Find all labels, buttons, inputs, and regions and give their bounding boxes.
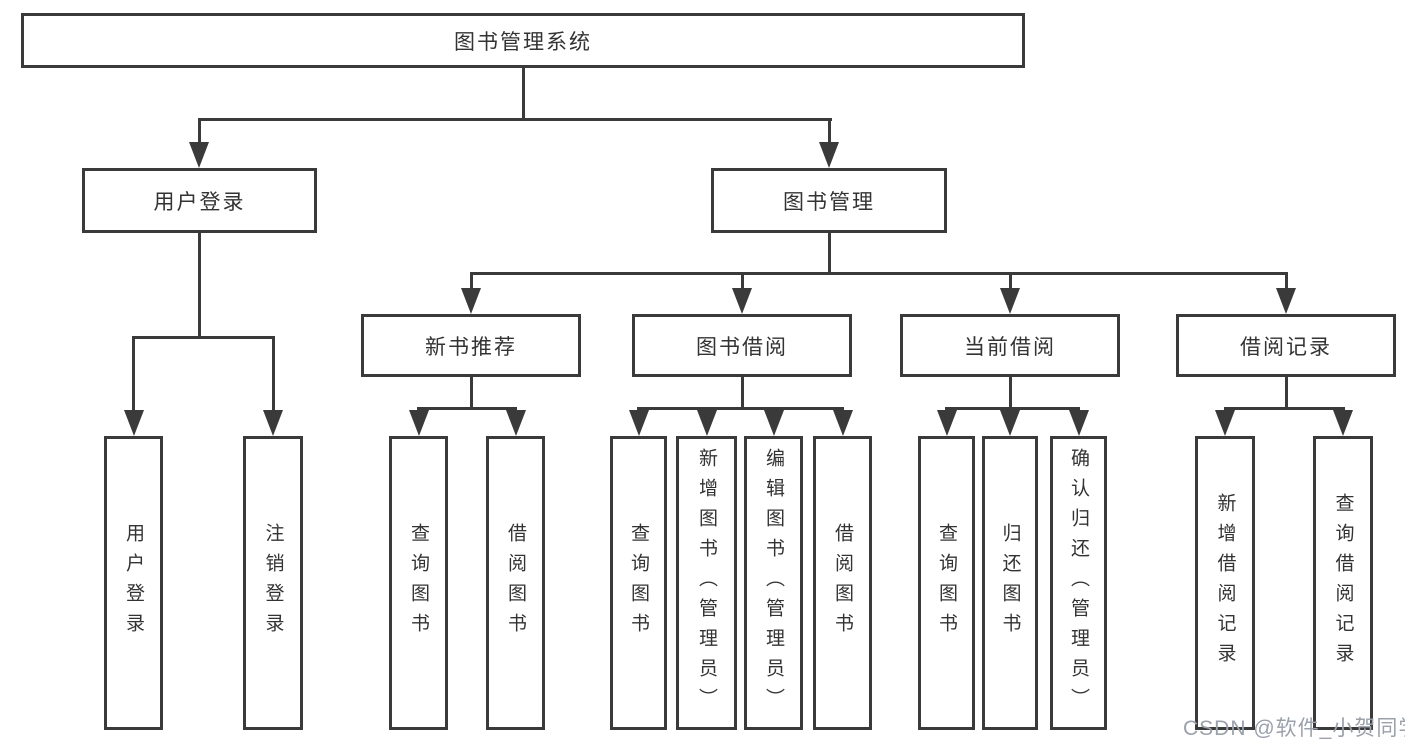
node-query-books-current: 查询图书 <box>918 436 975 730</box>
node-new-book-recommendation: 新书推荐 <box>361 314 581 377</box>
arrow-down-icon <box>1215 410 1235 436</box>
connector-line <box>1008 377 1012 409</box>
arrow-down-icon <box>1000 288 1020 314</box>
connector-line <box>197 118 201 144</box>
arrow-down-icon <box>696 410 717 436</box>
node-add-book-admin: 新增图书（管理员） <box>676 436 737 730</box>
connector-line <box>1008 272 1012 290</box>
arrow-down-icon <box>1000 410 1020 436</box>
node-logout: 注销登录 <box>243 436 303 730</box>
csdn-watermark: CSDN @软件_小贺同学 <box>1183 717 1405 740</box>
node-borrowing-records: 借阅记录 <box>1176 314 1396 377</box>
connector-line <box>637 407 844 410</box>
connector-line <box>740 377 744 409</box>
arrow-down-icon <box>936 410 957 436</box>
connector-line <box>521 68 525 118</box>
arrow-down-icon <box>763 410 784 436</box>
connector-line <box>197 118 832 121</box>
arrow-down-icon <box>1068 410 1089 436</box>
node-edit-book-admin: 编辑图书（管理员） <box>744 436 803 730</box>
node-query-books-borrowing: 查询图书 <box>610 436 667 730</box>
arrow-down-icon <box>832 410 853 436</box>
connector-line <box>132 336 135 412</box>
node-query-borrow-record: 查询借阅记录 <box>1313 436 1373 730</box>
arrow-down-icon <box>1333 410 1353 436</box>
node-borrow-books-leaf: 借阅图书 <box>813 436 872 730</box>
connector-line <box>197 233 201 336</box>
arrow-down-icon <box>461 288 481 314</box>
connector-line <box>1223 407 1345 410</box>
arrow-down-icon <box>1276 288 1296 314</box>
arrow-down-icon <box>408 410 429 436</box>
node-add-borrow-record: 新增借阅记录 <box>1195 436 1255 730</box>
arrow-down-icon <box>263 410 283 436</box>
connector-line <box>1284 272 1288 290</box>
connector-line <box>132 336 275 339</box>
node-return-book: 归还图书 <box>982 436 1038 730</box>
node-borrow-books-recommend: 借阅图书 <box>486 436 545 730</box>
arrow-down-icon <box>505 410 526 436</box>
arrow-down-icon <box>732 288 752 314</box>
connector-line <box>271 336 275 412</box>
node-user-login-leaf: 用户登录 <box>104 436 163 730</box>
connector-line <box>740 272 744 290</box>
node-user-login: 用户登录 <box>82 168 317 233</box>
arrow-down-icon <box>123 410 144 436</box>
connector-line <box>469 272 473 290</box>
connector-line <box>469 377 473 409</box>
connector-line <box>827 233 831 272</box>
connector-line <box>469 272 1288 275</box>
arrow-down-icon <box>628 410 649 436</box>
arrow-down-icon <box>819 142 839 168</box>
arrow-down-icon <box>189 142 209 168</box>
node-current-borrowing: 当前借阅 <box>900 314 1120 377</box>
connector-line <box>945 407 1080 410</box>
node-query-books-recommend: 查询图书 <box>389 436 448 730</box>
node-library-management-system: 图书管理系统 <box>21 13 1025 68</box>
connector-line <box>1284 377 1288 409</box>
node-confirm-return-admin: 确认归还（管理员） <box>1050 436 1107 730</box>
node-book-borrowing: 图书借阅 <box>632 314 852 377</box>
connector-line <box>827 118 831 144</box>
connector-line <box>417 407 517 410</box>
node-book-management: 图书管理 <box>711 168 947 233</box>
